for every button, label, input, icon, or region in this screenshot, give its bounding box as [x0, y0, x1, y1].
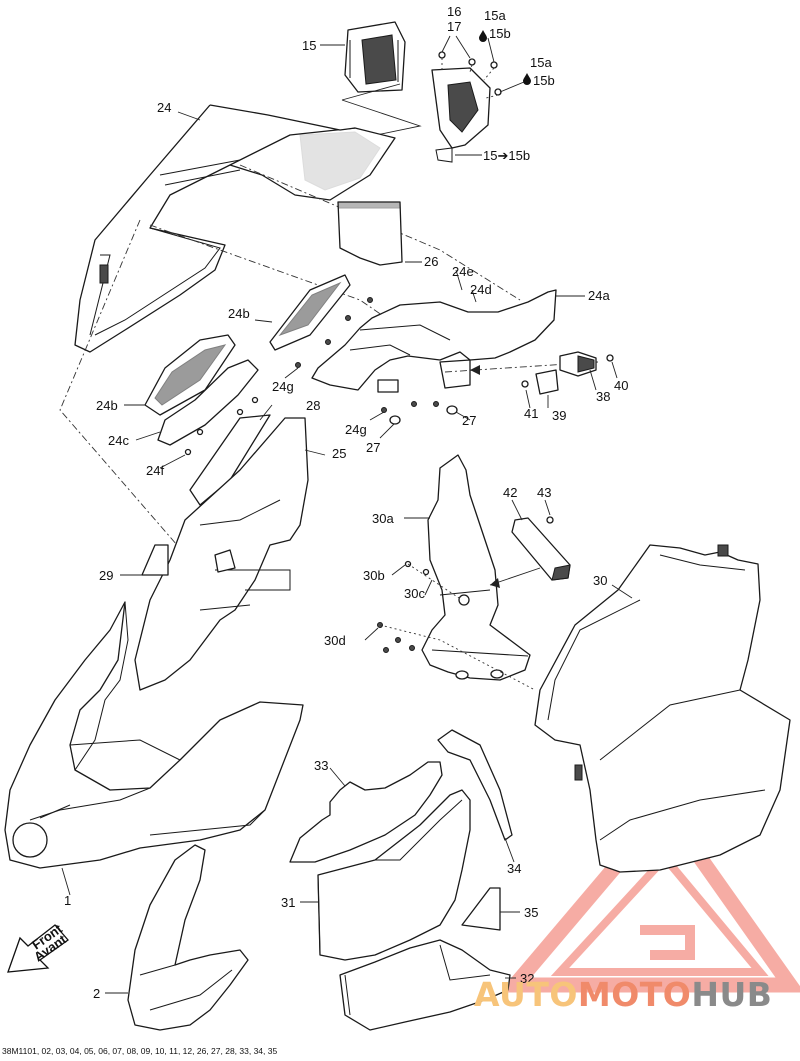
callout-34: 34 — [507, 861, 521, 876]
watermark-text: AUTOMOTOHUB — [474, 975, 772, 1014]
nuts-24g — [295, 297, 439, 413]
callout-25: 25 — [332, 446, 346, 461]
part-31-side-cover — [317, 789, 471, 961]
part-39-clip — [535, 369, 559, 395]
part-26-panel — [337, 201, 403, 266]
callout-43: 43 — [537, 485, 551, 500]
callout-2: 2 — [93, 986, 100, 1001]
callout-29: 29 — [99, 568, 113, 583]
callout-24g: 24g — [272, 379, 294, 394]
part-28-edge-trim — [189, 414, 271, 506]
part-35-small-trim — [461, 887, 501, 931]
callout-42: 42 — [503, 485, 517, 500]
part-25-side-panel — [134, 417, 309, 691]
grommets-27 — [389, 405, 458, 425]
callout-24: 24 — [157, 100, 171, 115]
callout-1: 1 — [64, 893, 71, 908]
part-33-inner-panel — [289, 761, 443, 863]
callout-31: 31 — [281, 895, 295, 910]
screws-24f — [184, 396, 259, 456]
callout-24c: 24c — [108, 433, 129, 448]
oil-drop-icon — [479, 30, 487, 42]
part-24a-support-bracket — [311, 289, 557, 393]
part-24b-grille-left — [144, 334, 236, 416]
callout-15a: 15a — [530, 55, 552, 70]
callout-24g: 24g — [345, 422, 367, 437]
part-32-lower-cover — [339, 939, 511, 1031]
callout-38: 38 — [596, 389, 610, 404]
part-24-upper-fairing-frame — [74, 104, 396, 353]
part-42-strap-bracket — [511, 517, 571, 581]
part-2-lower-nose-panel — [127, 844, 249, 1031]
callout-15b: 15b — [533, 73, 555, 88]
callout-27: 27 — [366, 440, 380, 455]
oil-drop-icon — [523, 73, 531, 85]
callout-30c: 30c — [404, 586, 425, 601]
callout-16: 16 — [447, 4, 461, 19]
callout-32: 32 — [520, 971, 534, 986]
callout-24a: 24a — [588, 288, 610, 303]
callout-27: 27 — [462, 413, 476, 428]
part-24b-grille-right — [269, 274, 351, 351]
callout-15a: 15a — [484, 8, 506, 23]
watermark-word-hub: HUB — [691, 975, 773, 1014]
callout-24e: 24e — [452, 264, 474, 279]
callout-30d: 30d — [324, 633, 346, 648]
part-15b-bracket — [431, 67, 491, 163]
callout-15: 15 — [302, 38, 316, 53]
part-40-screw — [606, 354, 614, 362]
part-41-nut — [521, 380, 529, 388]
part-34-trim-strip — [437, 729, 513, 841]
callout-17: 17 — [447, 19, 461, 34]
callout-40: 40 — [614, 378, 628, 393]
callout-28: 28 — [306, 398, 320, 413]
callout-26: 26 — [424, 254, 438, 269]
callout-15b: 15b — [489, 26, 511, 41]
callout-24d: 24d — [470, 282, 492, 297]
triangle-logo-icon — [498, 795, 800, 993]
fasteners-30b-30d — [377, 560, 430, 653]
watermark-word-moto: MOTO — [577, 975, 692, 1014]
callout-30b: 30b — [363, 568, 385, 583]
part-15-light-housing — [344, 21, 406, 93]
callout-39: 39 — [552, 408, 566, 423]
diagram-reference-footer: 38M1101, 02, 03, 04, 05, 06, 07, 08, 09,… — [2, 1046, 278, 1056]
callout-30: 30 — [593, 573, 607, 588]
callout-24b: 24b — [228, 306, 250, 321]
part-1-front-nose-cone — [4, 601, 304, 869]
callout-33: 33 — [314, 758, 328, 773]
callout-24b: 24b — [96, 398, 118, 413]
callout-30a: 30a — [372, 511, 394, 526]
callout-35: 35 — [524, 905, 538, 920]
part-38-connector — [559, 351, 597, 377]
part-29-small-insert — [141, 544, 169, 576]
part-30a-mount-bracket — [421, 454, 531, 681]
part-30-large-side-panel — [534, 544, 791, 873]
callout-15-to-15b: 15➔15b — [483, 148, 530, 163]
callout-24f: 24f — [146, 463, 164, 478]
part-43-screw — [546, 516, 554, 524]
watermark-word-auto: AUTO — [474, 975, 578, 1014]
part-24c-mount — [157, 359, 259, 446]
front-direction-arrow-icon — [7, 924, 69, 973]
callout-41: 41 — [524, 406, 538, 421]
